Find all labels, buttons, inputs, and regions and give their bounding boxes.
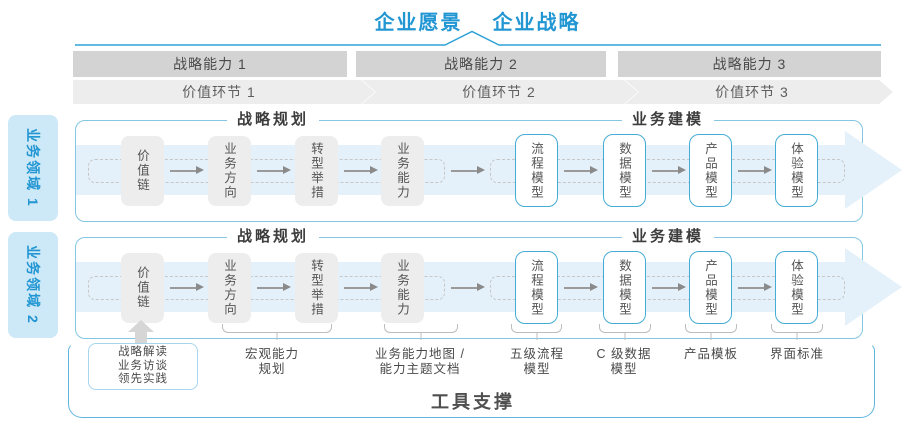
capability-bar-2: 战略能力 2 xyxy=(356,51,606,77)
arrow-right-icon xyxy=(451,282,485,293)
box-business-capability: 业务能力 xyxy=(381,253,424,323)
capability-bar-3: 战略能力 3 xyxy=(618,51,881,77)
header-titles: 企业愿景 企业战略 xyxy=(45,6,910,35)
modeling-dashed-track xyxy=(490,276,845,300)
annotation-data-model: C 级数据 模型 xyxy=(596,347,652,376)
business-row-2: 战略规划 业务建模 价值链 业务方向 转型举措 业务能力 流程模型 数据模型 产… xyxy=(0,229,910,347)
box-experience-model: 体验模型 xyxy=(775,134,818,207)
brace-icon xyxy=(771,324,823,340)
domain-label-2: 业务领域 2 xyxy=(8,232,58,338)
box-business-direction: 业务方向 xyxy=(208,253,251,323)
strategy-input-box: 战略解读 业务访谈 领先实践 xyxy=(88,343,198,390)
arrow-right-icon xyxy=(652,165,686,176)
value-link-chevron-2 xyxy=(362,80,638,104)
business-row-1: 战略规划 业务建模 价值链 业务方向 转型举措 业务能力 流程模型 数据模型 产… xyxy=(0,112,910,230)
domain-label-1: 业务领域 1 xyxy=(8,115,58,221)
arrow-right-icon xyxy=(257,282,291,293)
box-transformation-moves: 转型举措 xyxy=(295,136,338,206)
planning-section-title: 战略规划 xyxy=(226,229,320,245)
tool-support-label: 工具支撑 xyxy=(431,392,515,412)
box-transformation-moves: 转型举措 xyxy=(295,253,338,323)
box-value-chain: 价值链 xyxy=(121,253,164,323)
flow-band-arrowhead-icon xyxy=(845,131,902,209)
box-business-direction: 业务方向 xyxy=(208,136,251,206)
arrow-right-icon xyxy=(652,282,686,293)
vision-pointer-line xyxy=(75,30,881,46)
planning-section-title: 战略规划 xyxy=(226,112,320,128)
arrow-right-icon xyxy=(344,282,378,293)
annotation-capability-map: 业务能力地图 / 能力主题文档 xyxy=(375,347,465,376)
modeling-section-title: 业务建模 xyxy=(621,112,715,128)
arrow-right-icon xyxy=(564,282,598,293)
practice-line-2: 业务访谈 xyxy=(118,359,168,372)
box-business-capability: 业务能力 xyxy=(381,136,424,206)
arrow-right-icon xyxy=(738,165,772,176)
annotation-macro-capability: 宏观能力 规划 xyxy=(244,347,300,376)
annotation-process-model: 五级流程 模型 xyxy=(509,347,565,376)
arrow-right-icon xyxy=(451,165,485,176)
flow-band-arrowhead-icon xyxy=(845,248,902,326)
arrow-right-icon xyxy=(170,165,204,176)
arrow-right-icon xyxy=(170,282,204,293)
box-process-model: 流程模型 xyxy=(515,134,558,207)
strategy-title: 企业战略 xyxy=(492,12,581,34)
brace-icon xyxy=(384,324,458,340)
box-product-model: 产品模型 xyxy=(689,251,732,324)
arrow-up-icon xyxy=(128,320,154,344)
box-value-chain: 价值链 xyxy=(121,136,164,206)
brace-icon xyxy=(511,324,562,340)
practice-line-1: 战略解读 xyxy=(118,346,168,359)
modeling-dashed-track xyxy=(490,159,845,183)
annotation-ui-standard: 界面标准 xyxy=(769,347,825,361)
arrow-right-icon xyxy=(344,165,378,176)
capability-bar-1: 战略能力 1 xyxy=(73,51,347,77)
vision-title: 企业愿景 xyxy=(374,12,463,34)
arrow-right-icon xyxy=(257,165,291,176)
planning-dashed-track xyxy=(88,276,445,300)
box-product-model: 产品模型 xyxy=(689,134,732,207)
brace-icon xyxy=(599,324,651,340)
box-process-model: 流程模型 xyxy=(515,251,558,324)
modeling-section-title: 业务建模 xyxy=(621,229,715,245)
brace-icon xyxy=(685,324,737,340)
practice-line-3: 领先实践 xyxy=(118,373,168,386)
value-link-chevron-1 xyxy=(73,80,375,104)
box-data-model: 数据模型 xyxy=(603,134,646,207)
tool-support-frame xyxy=(68,343,875,418)
box-data-model: 数据模型 xyxy=(603,251,646,324)
arrow-right-icon xyxy=(564,165,598,176)
value-link-label-3: 价值环节 3 xyxy=(715,84,789,100)
annotation-product-template: 产品模板 xyxy=(683,347,739,361)
value-link-label-2: 价值环节 2 xyxy=(462,84,536,100)
planning-dashed-track xyxy=(88,159,445,183)
arrow-right-icon xyxy=(738,282,772,293)
value-link-label-1: 价值环节 1 xyxy=(182,84,256,100)
value-link-chevron-3 xyxy=(625,80,893,104)
box-experience-model: 体验模型 xyxy=(775,251,818,324)
brace-icon xyxy=(222,324,332,340)
